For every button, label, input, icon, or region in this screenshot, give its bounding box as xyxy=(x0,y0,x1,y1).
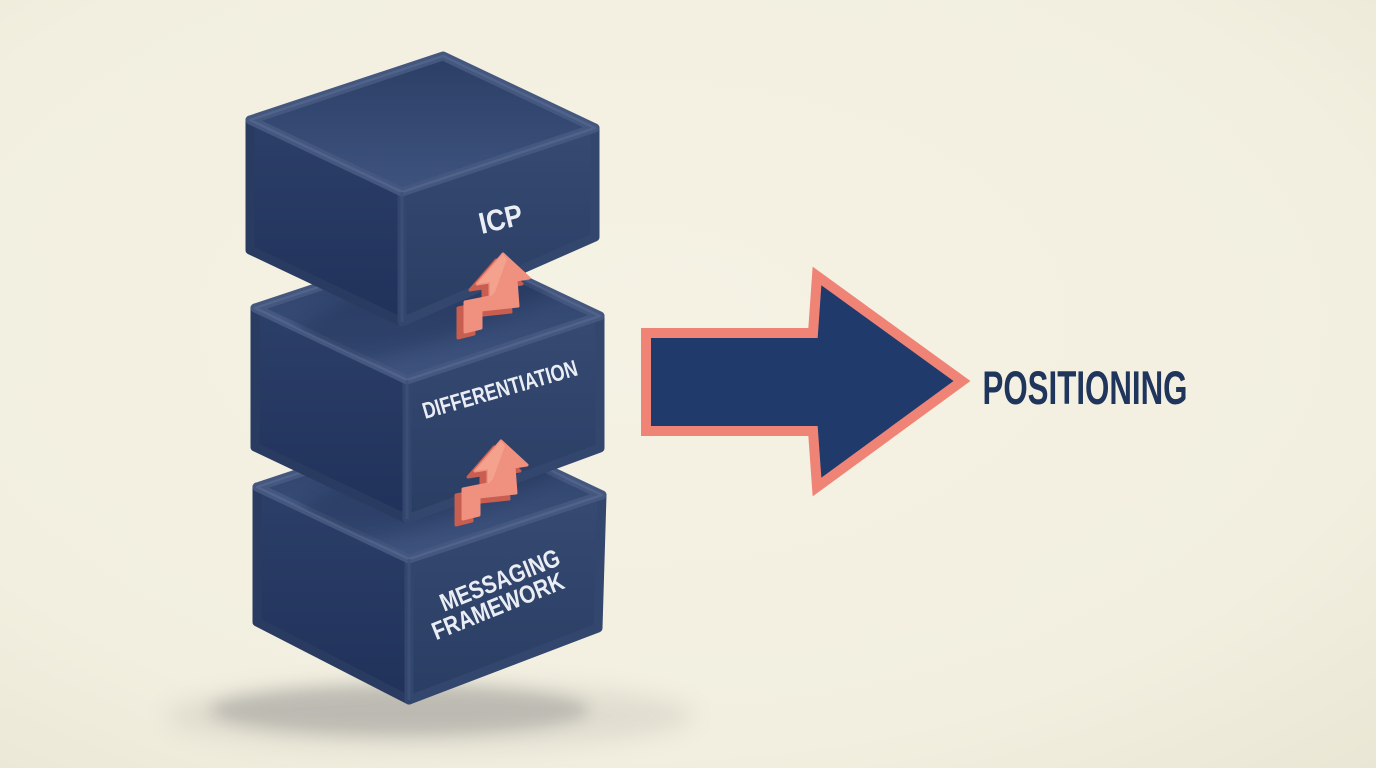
result-label: POSITIONING xyxy=(983,361,1188,414)
box-top-bevel xyxy=(248,54,597,194)
ground-shadow xyxy=(165,682,695,750)
flow-right-arrow-icon xyxy=(641,266,971,497)
box-icp xyxy=(245,51,600,327)
